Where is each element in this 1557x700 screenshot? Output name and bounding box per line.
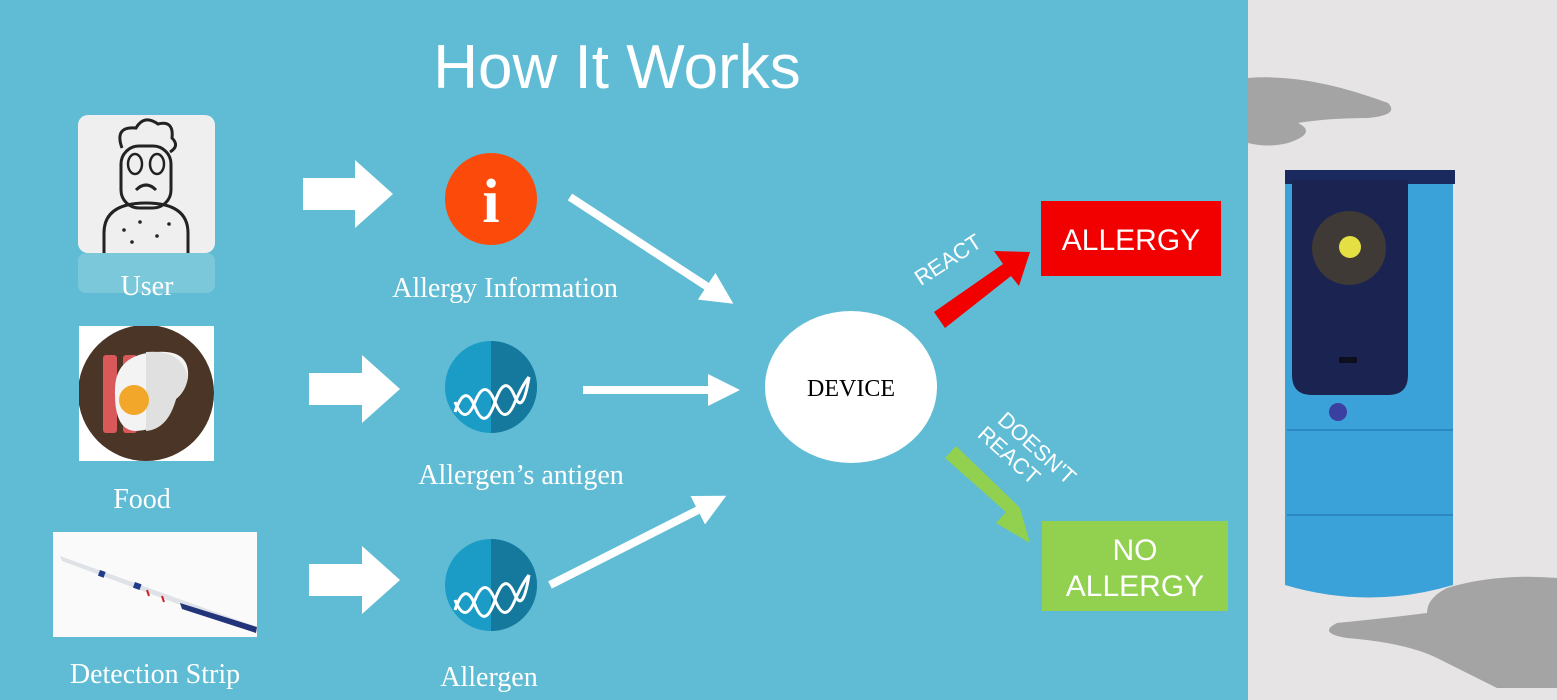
device-photo (1248, 0, 1557, 700)
bacon-egg-icon (79, 326, 214, 461)
no-react-arrow (945, 446, 1030, 543)
input-label-user: User (121, 271, 175, 302)
dna-icon (445, 539, 537, 631)
result-allergy: ALLERGY (1041, 201, 1221, 276)
svg-text:DEVICE: DEVICE (807, 376, 895, 402)
page-title: How It Works (433, 33, 800, 102)
react-label: REACT (910, 229, 986, 291)
label-allergen-antigen: Allergen’s antigen (418, 460, 624, 491)
block-arrow-right (309, 546, 400, 614)
block-arrow-right (303, 160, 393, 228)
allergic-user-icon (78, 115, 215, 293)
svg-text:i: i (482, 168, 499, 236)
svg-text:ALLERGY: ALLERGY (1066, 570, 1204, 603)
input-label-food: Food (113, 484, 171, 515)
result-no-allergy: NO ALLERGY (1042, 521, 1228, 611)
input-label-detection-strip: Detection Strip (70, 659, 240, 690)
detection-strip-image (53, 532, 257, 637)
svg-text:NO: NO (1113, 534, 1158, 567)
arrow-to-device (567, 193, 734, 304)
arrow-to-device (548, 495, 727, 589)
label-allergen: Allergen (440, 662, 537, 693)
react-arrow (934, 251, 1030, 328)
svg-text:ALLERGY: ALLERGY (1062, 224, 1200, 257)
block-arrow-right (309, 355, 400, 423)
info-icon: i (445, 153, 537, 245)
dna-icon (445, 341, 537, 433)
label-allergy-information: Allergy Information (392, 273, 618, 304)
device-node: DEVICE (765, 311, 937, 463)
